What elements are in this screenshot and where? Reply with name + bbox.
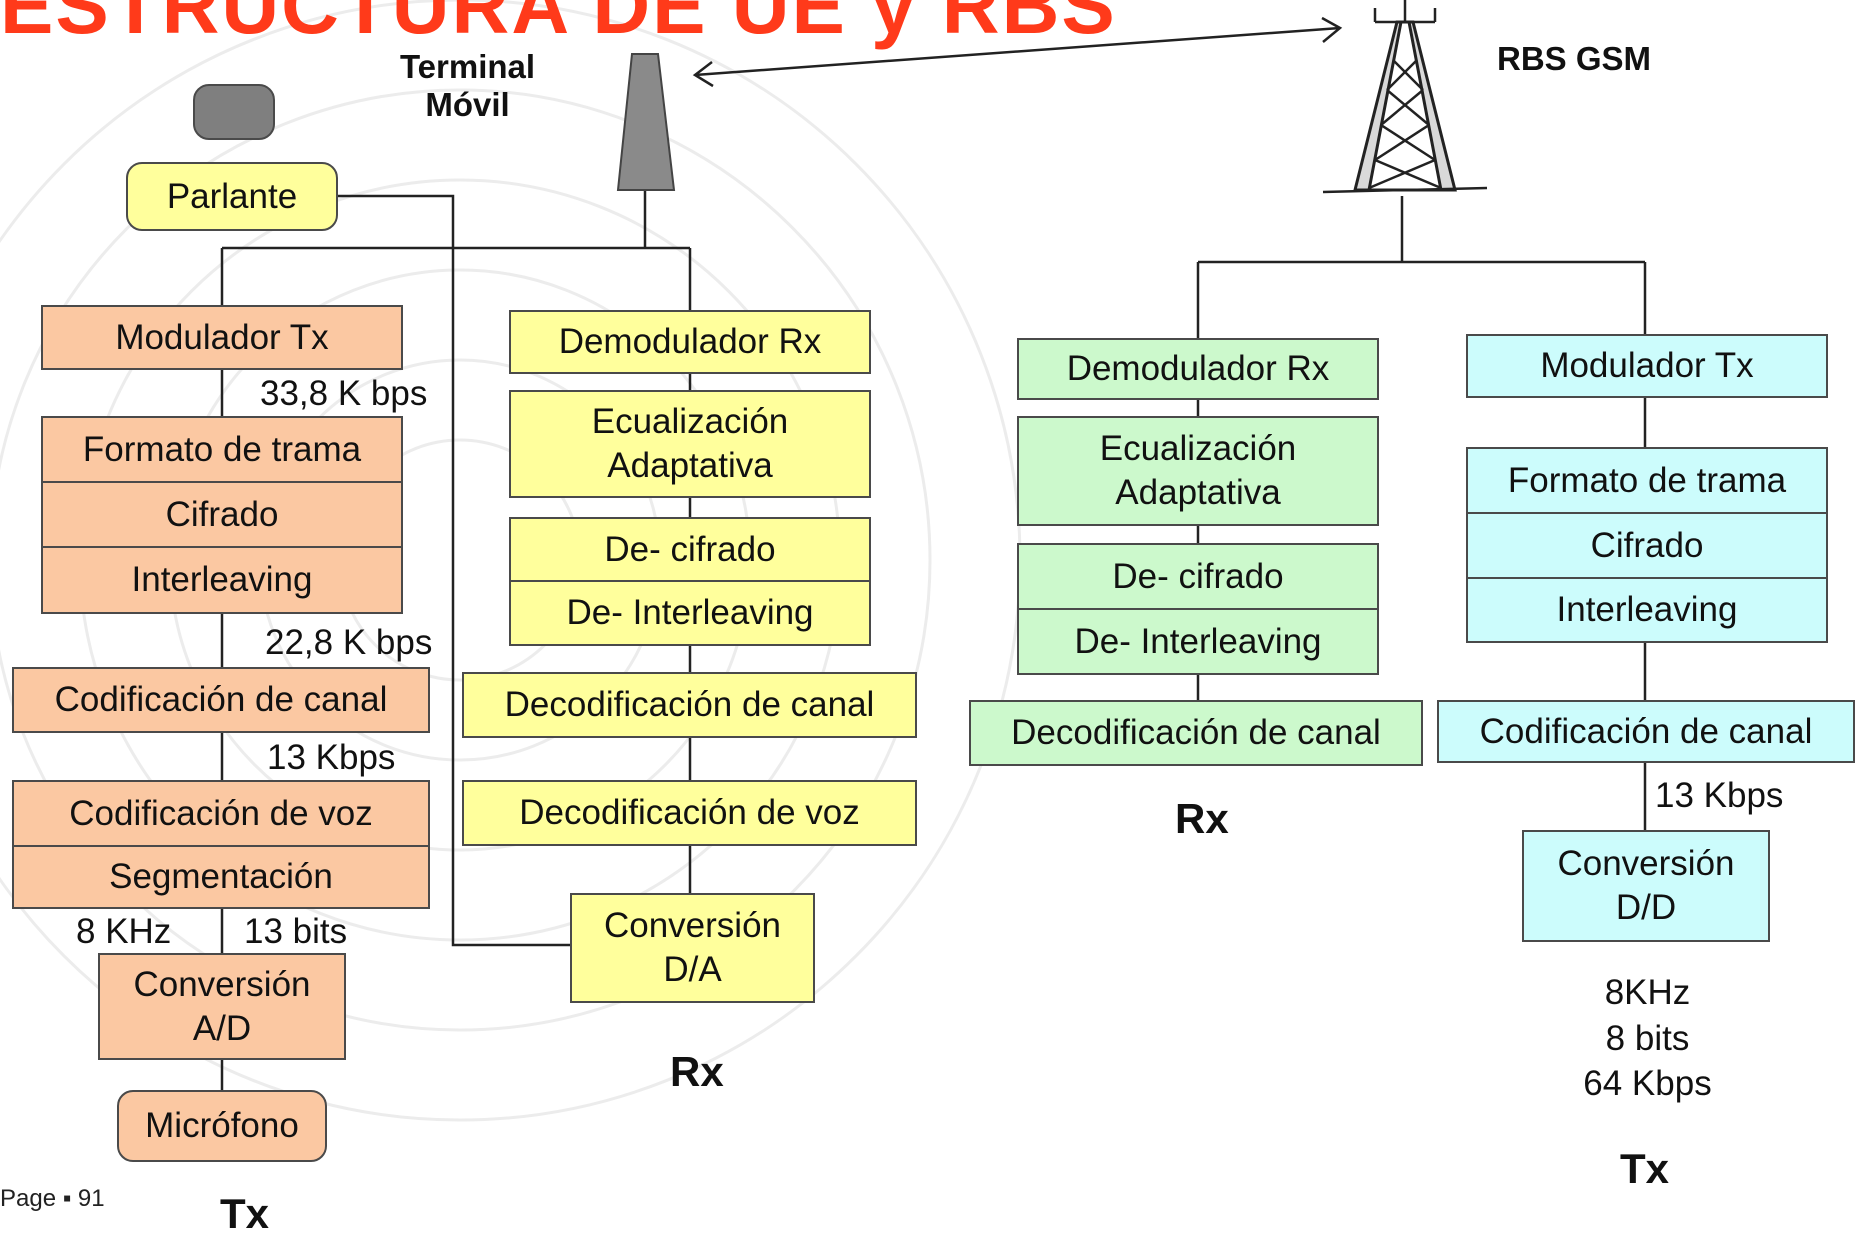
rbs-deinterleaving-box: De- Interleaving: [1017, 608, 1379, 675]
rbs-conversion-dd-box: Conversión D/D: [1522, 830, 1770, 942]
terminal-label: Terminal Móvil: [399, 48, 536, 123]
rx-decod-voz-box: Decodificación de voz: [462, 780, 917, 846]
microfono-box: Micrófono: [117, 1090, 327, 1162]
rbs-rx-heading: Rx: [1175, 795, 1229, 842]
rbs-rate-label: 13 Kbps: [1655, 776, 1784, 815]
bits-label: 13 bits: [244, 912, 348, 951]
phone-screen-icon: [193, 84, 275, 140]
rx-decifrado-box: De- cifrado: [509, 517, 871, 582]
terminal-rx-heading: Rx: [670, 1048, 724, 1095]
rx-ecualizacion-box: Ecualización Adaptativa: [509, 390, 871, 498]
rbs-decifrado-box: De- cifrado: [1017, 543, 1379, 610]
rate-13-kbps-label: 13 Kbps: [267, 738, 396, 777]
page-number: Page ▪ 91: [0, 1185, 105, 1212]
rbs-formato-box: Formato de trama: [1466, 447, 1828, 514]
rbs-cod-canal-box: Codificación de canal: [1437, 700, 1855, 763]
rbs-interleaving-box: Interleaving: [1466, 577, 1828, 643]
khz-label: 8 KHz: [76, 912, 172, 951]
terminal-tx-heading: Tx: [220, 1190, 270, 1237]
rate-22-8-label: 22,8 K bps: [265, 623, 433, 662]
tx-segmentacion-box: Segmentación: [12, 845, 430, 909]
page-title: ESTRUCTURA DE UE y RBS: [0, 0, 1117, 50]
tx-cifrado-box: Cifrado: [41, 481, 403, 548]
tx-conversion-ad-box: Conversión A/D: [98, 953, 346, 1060]
rx-deinterleaving-box: De- Interleaving: [509, 580, 871, 646]
rbs-ecualizacion-box: Ecualización Adaptativa: [1017, 416, 1379, 526]
rbs-demodulador-box: Demodulador Rx: [1017, 338, 1379, 400]
rx-conversion-da-box: Conversión D/A: [570, 893, 815, 1003]
rbs-specs-label: 8KHz 8 bits 64 Kbps: [1583, 973, 1712, 1103]
rx-decod-canal-box: Decodificación de canal: [462, 672, 917, 738]
rx-demodulador-box: Demodulador Rx: [509, 310, 871, 374]
rbs-decod-canal-box: Decodificación de canal: [969, 700, 1423, 766]
parlante-box: Parlante: [126, 162, 338, 231]
rbs-tower-icon: [1322, 0, 1488, 194]
rbs-modulador-box: Modulador Tx: [1466, 334, 1828, 398]
tx-interleaving-box: Interleaving: [41, 546, 403, 614]
tx-modulador-box: Modulador Tx: [41, 305, 403, 370]
rbs-tx-heading: Tx: [1620, 1145, 1670, 1192]
rbs-label: RBS GSM: [1497, 40, 1652, 77]
terminal-antenna-icon: [616, 53, 676, 191]
tx-cod-voz-box: Codificación de voz: [12, 780, 430, 847]
rate-33-8-label: 33,8 K bps: [260, 374, 428, 413]
tx-formato-box: Formato de trama: [41, 416, 403, 483]
tx-cod-canal-box: Codificación de canal: [12, 667, 430, 733]
rbs-cifrado-box: Cifrado: [1466, 512, 1828, 579]
